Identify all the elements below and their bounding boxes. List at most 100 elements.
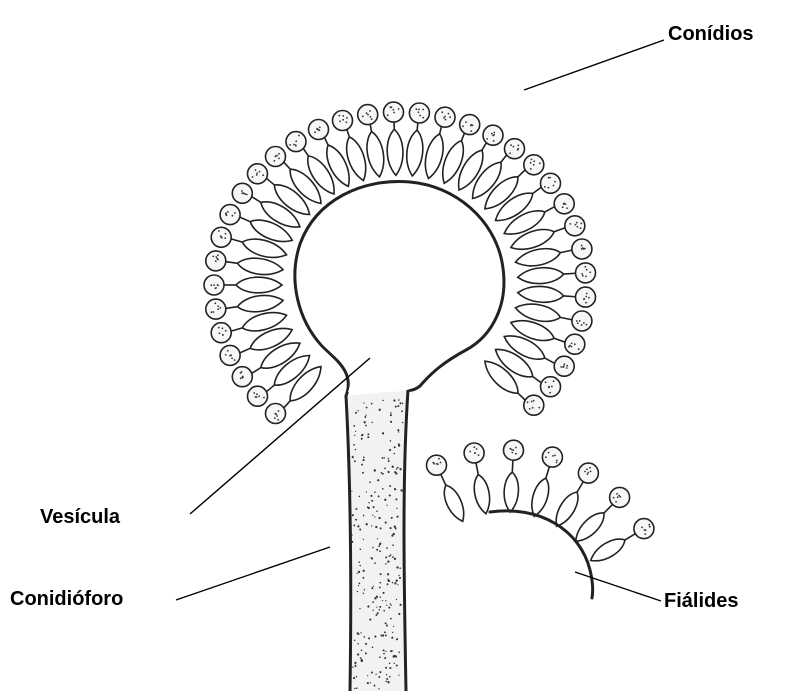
conidium-texture	[509, 448, 511, 450]
stipple-dot	[379, 606, 381, 608]
stipple-dot	[392, 466, 394, 468]
conidium-texture	[493, 140, 495, 142]
stipple-dot	[353, 444, 355, 446]
conidium	[610, 487, 630, 507]
stipple-dot	[398, 613, 400, 615]
conidium-texture	[566, 207, 568, 209]
conidium-texture	[422, 109, 424, 111]
stipple-dot	[379, 582, 381, 584]
conidium-texture	[569, 223, 571, 225]
stipple-dot	[386, 674, 387, 675]
stipple-dot	[393, 399, 395, 401]
stipple-dot	[372, 514, 373, 515]
stipple-dot	[357, 591, 358, 592]
stipple-dot	[365, 425, 367, 427]
stipple-dot	[356, 687, 358, 689]
stipple-dot	[355, 449, 357, 451]
stipple-dot	[363, 515, 365, 517]
conidium-texture	[230, 354, 232, 356]
stipple-dot	[372, 610, 373, 611]
conidium-texture	[585, 296, 587, 298]
conidium-texture	[553, 185, 555, 187]
stipple-dot	[394, 582, 396, 584]
stipple-dot	[385, 522, 387, 524]
conidium-texture	[586, 293, 588, 295]
stipple-dot	[372, 646, 374, 648]
conidium-texture	[648, 524, 650, 526]
stipple-dot	[352, 514, 354, 516]
conidium-texture	[449, 116, 451, 118]
stipple-dot	[402, 403, 403, 404]
stipple-dot	[378, 495, 380, 497]
stipple-dot	[387, 573, 389, 575]
conidium-texture	[346, 121, 348, 123]
conidium-texture	[433, 463, 435, 465]
stipple-dot	[383, 592, 385, 594]
conidium-texture	[225, 213, 227, 215]
conidium-texture	[258, 395, 260, 397]
stipple-dot	[384, 657, 386, 659]
label-conidia: Conídios	[668, 23, 754, 45]
stipple-dot	[358, 585, 359, 586]
conidium-texture	[474, 452, 476, 454]
stipple-dot	[364, 636, 366, 638]
conidium-texture	[274, 413, 276, 415]
conidium-texture	[515, 447, 517, 449]
conidium-texture	[441, 111, 443, 113]
conidium-texture	[316, 128, 318, 130]
conidium-texture	[533, 160, 535, 162]
stipple-dot	[390, 412, 392, 414]
conidium-texture	[398, 108, 400, 110]
stipple-dot	[358, 561, 360, 563]
conidium-texture	[533, 400, 535, 402]
stipple-dot	[379, 587, 381, 589]
conidium-texture	[577, 322, 579, 324]
conidium	[427, 455, 447, 475]
conidium-texture	[469, 451, 471, 453]
stipple-dot	[382, 488, 384, 490]
stipple-dot	[378, 517, 380, 519]
stipple-dot	[389, 449, 391, 451]
stipple-dot	[387, 560, 389, 562]
conidium	[634, 519, 654, 539]
conidium-texture	[212, 256, 214, 258]
stipple-dot	[375, 526, 377, 528]
conidium	[541, 377, 561, 397]
conidium-texture	[213, 311, 215, 313]
stipple-dot	[396, 468, 397, 469]
conidium-texture	[529, 408, 531, 410]
conidium-texture	[645, 529, 647, 531]
conidium-texture	[552, 455, 554, 457]
stipple-dot	[374, 636, 376, 638]
conidium-texture	[548, 452, 550, 454]
conidium-texture	[476, 448, 478, 450]
conidium-texture	[586, 269, 588, 271]
conidium	[206, 299, 226, 319]
conidium-texture	[227, 350, 229, 352]
stipple-dot	[367, 675, 368, 676]
conidium-texture	[346, 117, 348, 119]
label-vesicle: Vesícula	[40, 506, 121, 528]
stipple-dot	[379, 542, 381, 544]
conidium-texture	[644, 533, 646, 535]
conidium-texture	[571, 343, 573, 345]
conidium-texture	[319, 127, 321, 129]
stipple-dot	[386, 505, 387, 506]
stipple-dot	[374, 516, 375, 517]
stipple-dot	[396, 508, 397, 509]
conidium-texture	[472, 124, 474, 126]
conidium-texture	[218, 230, 220, 232]
stipple-dot	[372, 601, 374, 603]
stipple-dot	[361, 649, 363, 651]
stipple-dot	[365, 415, 366, 416]
conidium-texture	[554, 455, 556, 457]
stipple-dot	[383, 610, 385, 612]
stipple-dot	[355, 508, 357, 510]
conidium-texture	[544, 186, 546, 188]
stipple-dot	[386, 547, 388, 549]
conidium-texture	[213, 284, 215, 286]
conidium-texture	[577, 226, 579, 228]
stipple-dot	[359, 608, 360, 609]
conidium-texture	[210, 284, 212, 286]
stipple-dot	[375, 614, 377, 616]
